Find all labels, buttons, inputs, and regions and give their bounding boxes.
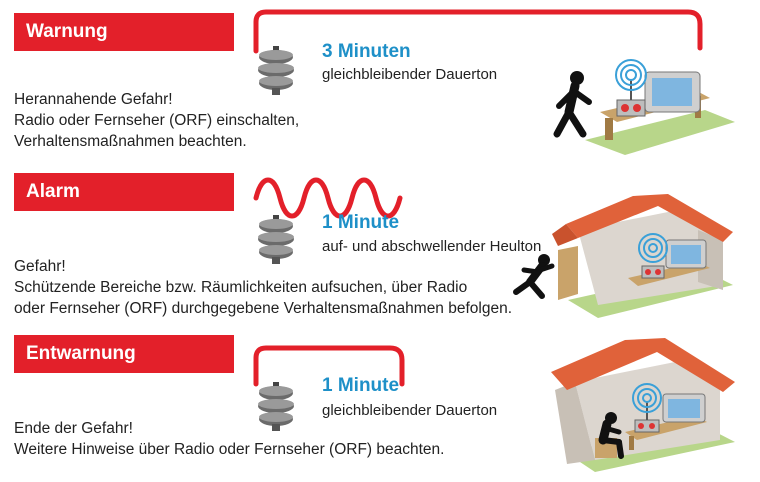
signal-duration: 3 Minuten <box>322 41 411 62</box>
description-line: Weitere Hinweise über Radio oder Fernseh… <box>14 441 445 458</box>
description-line: Radio oder Fernseher (ORF) einschalten, <box>14 112 300 129</box>
signal-tone: gleichbleibender Dauerton <box>322 402 498 419</box>
description-line: Ende der Gefahr! <box>14 420 133 437</box>
scene-person-running-into-house <box>513 194 733 318</box>
scene-person-sitting-in-house <box>551 338 735 472</box>
section-title-badge: Warnung <box>14 13 234 51</box>
description-line: oder Fernseher (ORF) durchgegebene Verha… <box>14 300 513 317</box>
siren-icon <box>258 215 294 264</box>
section-alarm: Alarm 1 Minute auf- und abschwellender H… <box>0 160 760 320</box>
section-warnung: Warnung 3 Minuten gleichbleibender Dauer… <box>0 0 760 160</box>
signal-duration: 1 Minute <box>322 212 400 233</box>
section-title-badge: Entwarnung <box>14 335 234 373</box>
section-description: Ende der Gefahr! Weitere Hinweise über R… <box>14 418 444 460</box>
person-running-figure <box>513 254 555 299</box>
steady-signal <box>253 345 405 387</box>
tv-icon <box>662 393 706 423</box>
radio-waves-icon <box>615 59 647 91</box>
radio-icon <box>634 402 660 433</box>
signal-duration: 1 Minute <box>322 375 400 396</box>
signal-tone: auf- und abschwellender Heulton <box>322 238 542 255</box>
wave-signal <box>253 177 403 219</box>
tv-icon <box>665 239 707 269</box>
description-line: Schützende Bereiche bzw. Räumlichkeiten … <box>14 279 468 296</box>
siren-icon <box>258 382 294 431</box>
person-sitting-figure <box>598 412 624 459</box>
radio-waves-icon <box>638 233 668 263</box>
section-entwarnung: Entwarnung 1 Minute gleichbleibender Dau… <box>0 322 760 482</box>
tv-icon <box>644 71 701 113</box>
scene-person-walking-outdoors <box>553 59 735 155</box>
section-description: Herannahende Gefahr! Radio oder Fernsehe… <box>14 89 299 152</box>
description-line: Verhaltensmaßnahmen beachten. <box>14 133 247 150</box>
steady-signal <box>253 9 703 54</box>
section-title-badge: Alarm <box>14 173 234 211</box>
section-description: Gefahr! Schützende Bereiche bzw. Räumlic… <box>14 256 512 319</box>
signal-tone: gleichbleibender Dauerton <box>322 66 498 83</box>
description-line: Gefahr! <box>14 258 66 275</box>
siren-icon <box>258 46 294 95</box>
description-line: Herannahende Gefahr! <box>14 91 173 108</box>
radio-waves-icon <box>632 383 662 413</box>
radio-icon <box>641 265 665 279</box>
person-walking-figure <box>553 71 592 138</box>
